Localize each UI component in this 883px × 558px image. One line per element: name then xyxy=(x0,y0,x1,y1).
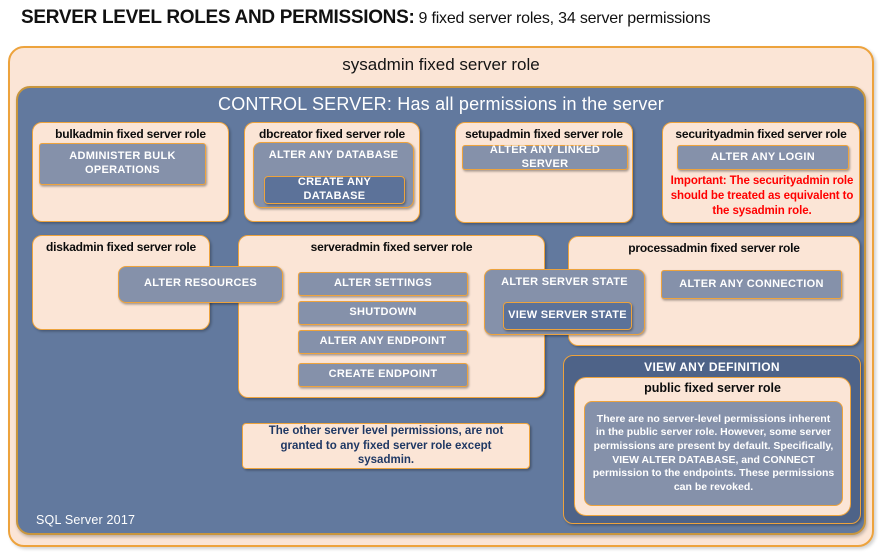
permission-view-server-state: VIEW SERVER STATE xyxy=(503,302,632,330)
role-box-setupadmin: setupadmin fixed server role ALTER ANY L… xyxy=(455,122,633,223)
sysadmin-role-label: sysadmin fixed server role xyxy=(342,55,540,74)
securityadmin-warning-text: Important: The securityadmin role should… xyxy=(670,175,854,217)
control-server-label: CONTROL SERVER: Has all permissions in t… xyxy=(218,94,664,114)
public-role-description: There are no server-level permissions in… xyxy=(584,401,843,506)
permission-alter-any-database-label: ALTER ANY DATABASE xyxy=(268,149,399,161)
permission-alter-any-login: ALTER ANY LOGIN xyxy=(677,145,849,170)
permission-administer-bulk-operations: ADMINISTER BULK OPERATIONS xyxy=(39,143,206,185)
permission-create-endpoint: CREATE ENDPOINT xyxy=(298,363,468,387)
role-title-diskadmin: diskadmin fixed server role xyxy=(45,240,196,254)
role-title-dbcreator: dbcreator fixed server role xyxy=(258,127,405,141)
role-box-bulkadmin: bulkadmin fixed server role ADMINISTER B… xyxy=(32,122,229,222)
other-permissions-note: The other server level permissions, are … xyxy=(242,423,530,469)
role-title-serveradmin: serveradmin fixed server role xyxy=(310,240,473,254)
role-box-public: public fixed server role There are no se… xyxy=(574,377,851,516)
role-box-serveradmin: serveradmin fixed server role ALTER SETT… xyxy=(238,235,545,398)
sql-server-version-label: SQL Server 2017 xyxy=(36,513,136,527)
permission-alter-settings: ALTER SETTINGS xyxy=(298,272,468,296)
permission-alter-resources: ALTER RESOURCES xyxy=(118,266,283,303)
role-box-securityadmin: securityadmin fixed server role ALTER AN… xyxy=(662,122,860,223)
role-title-public: public fixed server role xyxy=(644,381,781,395)
permission-alter-any-linked-server: ALTER ANY LINKED SERVER xyxy=(462,144,628,170)
permission-alter-any-endpoint: ALTER ANY ENDPOINT xyxy=(298,330,468,354)
role-title-setupadmin: setupadmin fixed server role xyxy=(465,127,623,141)
permission-alter-any-database: ALTER ANY DATABASE CREATE ANY DATABASE xyxy=(253,142,414,208)
page-title: SERVER LEVEL ROLES AND PERMISSIONS:9 fix… xyxy=(21,7,861,29)
role-box-dbcreator: dbcreator fixed server role ALTER ANY DA… xyxy=(244,122,420,222)
page-title-main: SERVER LEVEL ROLES AND PERMISSIONS: xyxy=(21,7,415,28)
permission-alter-any-connection: ALTER ANY CONNECTION xyxy=(661,270,842,299)
page-title-sub: 9 fixed server roles, 34 server permissi… xyxy=(418,10,711,27)
permission-view-any-definition-label: VIEW ANY DEFINITION xyxy=(644,360,780,374)
permission-shutdown: SHUTDOWN xyxy=(298,301,468,325)
role-title-bulkadmin: bulkadmin fixed server role xyxy=(55,127,206,141)
permission-alter-server-state: ALTER SERVER STATE VIEW SERVER STATE xyxy=(484,269,645,335)
role-title-processadmin: processadmin fixed server role xyxy=(628,241,800,255)
role-title-securityadmin: securityadmin fixed server role xyxy=(675,127,847,141)
permission-view-any-definition: VIEW ANY DEFINITION public fixed server … xyxy=(563,355,861,524)
permission-alter-server-state-label: ALTER SERVER STATE xyxy=(501,276,628,288)
permission-create-any-database: CREATE ANY DATABASE xyxy=(264,176,405,204)
